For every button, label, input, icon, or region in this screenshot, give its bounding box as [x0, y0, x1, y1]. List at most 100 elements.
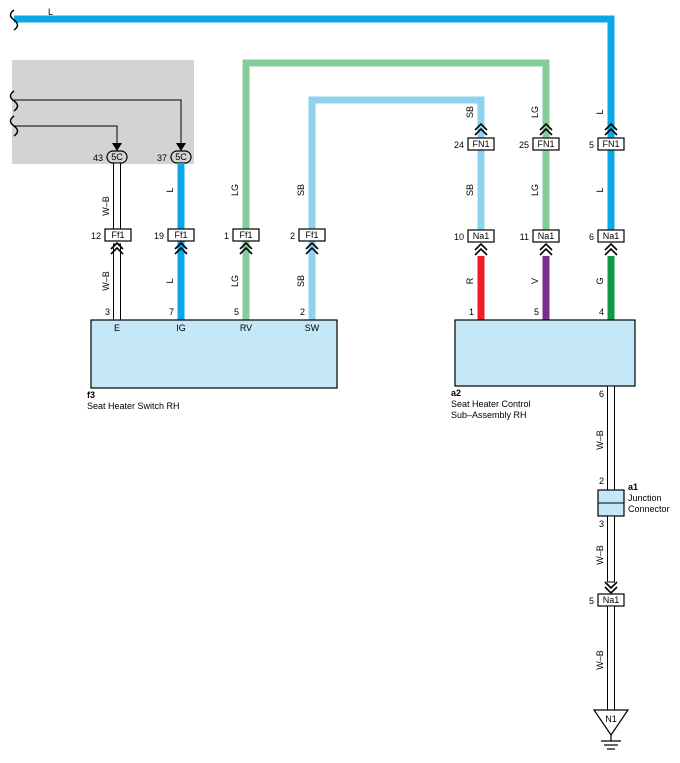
terminal-ig: IG [176, 323, 186, 333]
wire-label-r: R [465, 277, 475, 284]
connector-5c-37: 5C 37 [157, 143, 192, 164]
switch-pin-rv: 5 [234, 307, 239, 317]
svg-text:25: 25 [519, 140, 529, 150]
terminal-sw: SW [305, 323, 320, 333]
svg-text:Na1: Na1 [538, 231, 555, 241]
connector-ff1-19: Ff1 19 [154, 228, 195, 255]
svg-text:Ff1: Ff1 [239, 230, 252, 240]
wire-label-lg-lower: LG [230, 275, 240, 287]
svg-text:37: 37 [157, 153, 167, 163]
switch-pin-sw: 2 [300, 307, 305, 317]
svg-text:24: 24 [454, 140, 464, 150]
control-name-line2: Sub–Assembly RH [451, 410, 527, 420]
sb-wire-mid [477, 150, 485, 230]
junction-pin-3: 3 [599, 519, 604, 529]
terminal-e: E [114, 323, 120, 333]
seat-heater-control-box [454, 319, 636, 387]
lg-loop-wire [242, 59, 550, 229]
svg-text:FN1: FN1 [602, 139, 619, 149]
ground-symbol: N1 [592, 709, 630, 750]
l-wire-mid [607, 150, 615, 230]
break-mark-shade-2 [9, 115, 19, 137]
svg-text:11: 11 [520, 232, 529, 242]
wire-label-g: G [595, 277, 605, 284]
svg-text:Ff1: Ff1 [305, 230, 318, 240]
shaded-region [12, 60, 194, 164]
svg-text:1: 1 [224, 231, 229, 241]
g-wire [607, 256, 615, 320]
junction-name-line1: Junction [628, 493, 662, 503]
break-mark-top [9, 9, 19, 31]
top-l-wire [14, 15, 615, 138]
junction-code: a1 [628, 482, 638, 492]
svg-text:Ff1: Ff1 [174, 230, 187, 240]
wire-label-l-lower: L [165, 278, 175, 283]
connector-ff1-12: Ff1 12 [91, 228, 132, 255]
switch-pin-e: 3 [105, 307, 110, 317]
wire-label-sb-top-r: SB [465, 106, 475, 118]
connector-na1-11: Na1 11 [520, 229, 560, 256]
wb-wire-ground [607, 605, 615, 711]
svg-text:2: 2 [290, 231, 295, 241]
svg-text:10: 10 [454, 232, 464, 242]
wire-label-wb-lower: W–B [101, 271, 111, 291]
seat-heater-switch-box [90, 319, 338, 389]
switch-code: f3 [87, 390, 95, 400]
svg-text:FN1: FN1 [472, 139, 489, 149]
top-wire-label: L [48, 7, 53, 17]
svg-text:6: 6 [589, 232, 594, 242]
svg-text:Na1: Na1 [603, 231, 620, 241]
shade-line-37 [14, 99, 182, 145]
wb-wire-control-out [607, 385, 615, 491]
control-pin-6: 6 [599, 389, 604, 399]
terminal-rv: RV [240, 323, 252, 333]
wire-label-sb-lower: SB [296, 275, 306, 287]
control-name-line1: Seat Heater Control [451, 399, 531, 409]
junction-connector-box [597, 489, 625, 517]
junction-name-line2: Connector [628, 504, 670, 514]
control-pin-5: 5 [534, 307, 539, 317]
connector-na1-5: Na1 5 [589, 581, 625, 607]
control-pin-1: 1 [469, 307, 474, 317]
connector-fn1-24: FN1 24 [454, 122, 495, 151]
switch-name: Seat Heater Switch RH [87, 401, 180, 411]
v-wire [542, 256, 550, 320]
wire-label-l-mid-r: L [595, 187, 605, 192]
connector-ff1-2: Ff1 2 [290, 228, 326, 255]
connector-fn1-25: FN1 25 [519, 122, 560, 151]
svg-text:Ff1: Ff1 [111, 230, 124, 240]
connector-na1-10: Na1 10 [454, 229, 495, 256]
wire-label-wb-junction-out: W–B [595, 545, 605, 565]
svg-text:12: 12 [91, 231, 101, 241]
svg-text:Na1: Na1 [473, 231, 490, 241]
svg-text:43: 43 [93, 153, 103, 163]
junction-pin-2: 2 [599, 476, 604, 486]
wire-label-lg-upper: LG [230, 184, 240, 196]
svg-text:5C: 5C [175, 152, 187, 162]
break-mark-shade-1 [9, 90, 19, 112]
wire-label-lg-mid-r: LG [530, 184, 540, 196]
wire-label-l-top-r: L [595, 109, 605, 114]
control-pin-4: 4 [599, 307, 604, 317]
sb-wire-sw [308, 229, 316, 320]
lg-wire-rv [242, 229, 250, 320]
connector-fn1-5: FN1 5 [589, 122, 625, 151]
svg-text:5: 5 [589, 140, 594, 150]
connector-na1-6: Na1 6 [589, 229, 625, 256]
wire-label-v: V [530, 278, 540, 284]
wire-label-wb-ground: W–B [595, 650, 605, 670]
svg-text:19: 19 [154, 231, 164, 241]
svg-text:5: 5 [589, 596, 594, 606]
connector-ff1-1: Ff1 1 [224, 228, 260, 255]
wire-label-sb-mid-r: SB [465, 184, 475, 196]
sb-loop-wire [308, 96, 485, 229]
wire-label-wb-upper: W–B [101, 196, 111, 216]
shade-line-43 [14, 125, 118, 145]
svg-text:FN1: FN1 [537, 139, 554, 149]
control-code: a2 [451, 388, 461, 398]
wb-wire-junction-out [607, 515, 615, 583]
lg-wire-mid [542, 150, 550, 230]
wire-label-wb-control-out: W–B [595, 430, 605, 450]
wire-label-lg-top-r: LG [530, 106, 540, 118]
